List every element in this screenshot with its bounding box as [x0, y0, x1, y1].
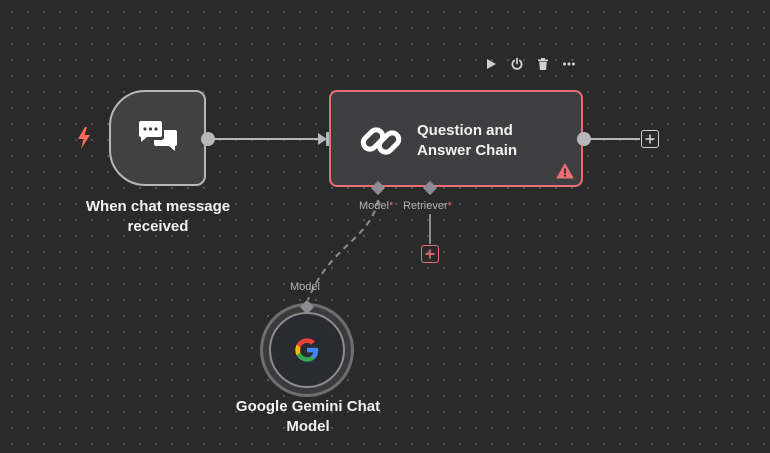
model-port-label: Model* — [359, 200, 394, 212]
chain-title-line1: Question and — [417, 122, 513, 139]
google-gemini-chat-model-node[interactable] — [269, 312, 345, 388]
model-connection-edge — [307, 199, 379, 301]
link-icon — [360, 127, 402, 155]
plus-icon — [425, 249, 435, 259]
play-icon[interactable] — [482, 54, 500, 74]
add-retriever-button[interactable] — [421, 245, 439, 263]
trigger-label-line2: received — [127, 218, 189, 235]
trigger-output-handle[interactable] — [201, 132, 215, 146]
trigger-node[interactable] — [109, 90, 206, 186]
model-node-label: Google Gemini Chat Model — [208, 397, 408, 437]
add-next-node-button[interactable] — [641, 130, 659, 148]
trigger-label-line1: When chat message — [85, 198, 231, 215]
chain-output-handle[interactable] — [577, 132, 591, 146]
chain-node-title: Question and Answer Chain — [417, 121, 567, 161]
edge-arrowhead — [318, 133, 327, 145]
model-node-port-label: Model — [290, 281, 320, 293]
chat-bubbles-icon — [138, 121, 177, 151]
bolt-icon — [78, 127, 90, 149]
node-toolbar — [482, 54, 578, 74]
model-label-line2: Model — [286, 418, 330, 435]
chain-title-line2: Answer Chain — [417, 142, 518, 159]
plus-icon — [645, 134, 655, 144]
trigger-node-label: When chat message received — [68, 197, 248, 237]
retriever-port-label: Retriever* — [403, 200, 452, 212]
more-icon[interactable] — [560, 54, 578, 74]
warning-icon[interactable] — [556, 163, 574, 179]
trash-icon[interactable] — [534, 54, 552, 74]
power-icon[interactable] — [508, 54, 526, 74]
google-g-icon — [295, 338, 319, 362]
model-label-line1: Google Gemini Chat — [235, 398, 381, 415]
question-answer-chain-node[interactable]: Question and Answer Chain — [329, 90, 583, 187]
